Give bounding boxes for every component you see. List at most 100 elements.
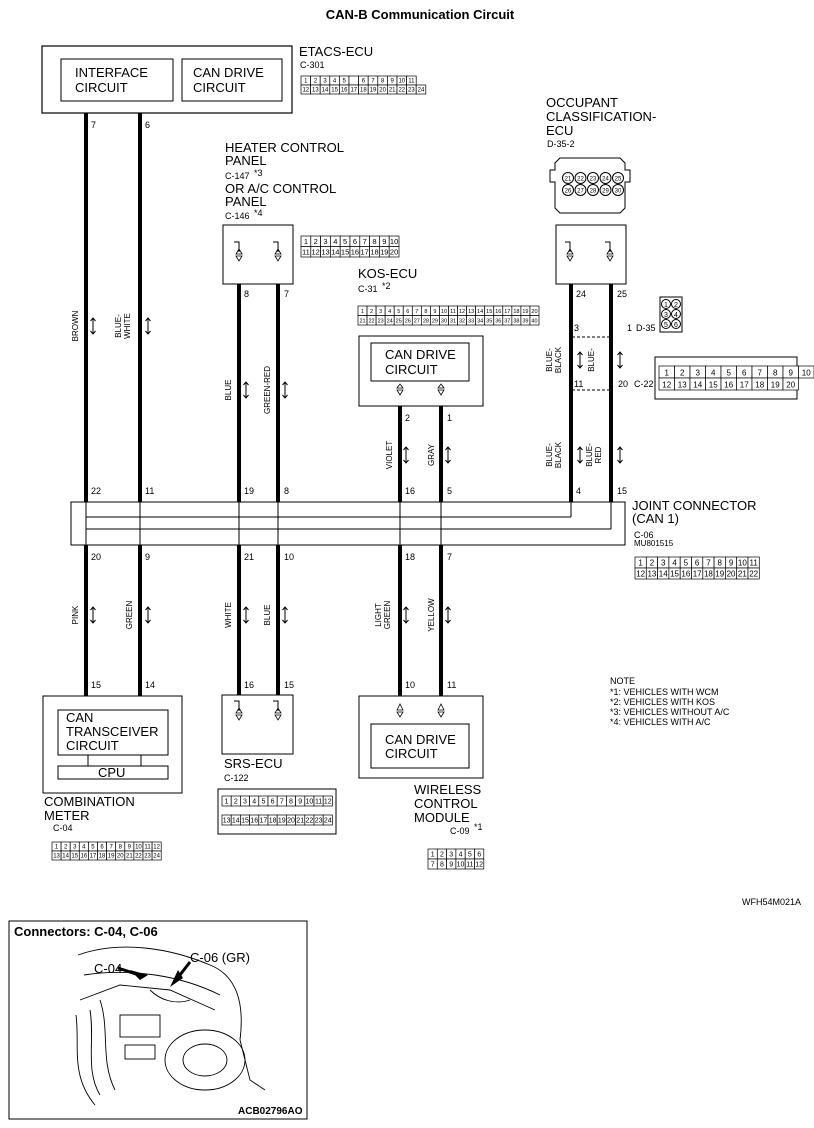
pin-number: 24: [576, 289, 586, 299]
etacs-connector-pin: 23: [408, 88, 415, 94]
kos-connector-pin: 20: [531, 309, 537, 315]
signal-arrow-icon: [282, 381, 288, 399]
wireless-connector-pin: 6: [477, 852, 481, 859]
wire-color-label: GRAY: [427, 443, 436, 466]
etacs-name: ETACS-ECU: [299, 44, 373, 59]
combination-connector-pin: 23: [144, 854, 151, 860]
svg-text:SRS-ECU: SRS-ECU: [224, 756, 283, 771]
joint-connector-pin: 15: [670, 570, 679, 579]
joint-connector-pin: 20: [727, 570, 736, 579]
svg-text:*4: *4: [254, 208, 263, 218]
svg-text:ECU: ECU: [546, 123, 573, 138]
occupant-pin-label: 28: [590, 189, 597, 195]
c22-connector-pin: 7: [758, 369, 763, 378]
combination-connector-pin: 2: [64, 845, 68, 851]
wire-color-label: BLUE: [263, 605, 272, 626]
etacs-connector-pin: 3: [323, 79, 327, 85]
c22-connector-pin: 12: [662, 381, 671, 390]
srs-connector-pin: 18: [269, 818, 277, 825]
combination-connector-pin: 22: [135, 854, 142, 860]
pin-number: 15: [617, 486, 627, 496]
joint-connector-pin: 7: [706, 559, 711, 568]
d35-pin: [671, 309, 681, 319]
joint-connector-pin: 14: [659, 570, 668, 579]
pin-number: 18: [405, 552, 415, 562]
pin-number: 15: [91, 680, 101, 690]
joint-connector-pin: 18: [704, 570, 713, 579]
occupant-pin: [587, 184, 599, 196]
svg-text:OR A/C CONTROL: OR A/C CONTROL: [225, 181, 336, 196]
srs-connector-pin: 15: [241, 818, 249, 825]
kos-connector-pin: 13: [468, 309, 474, 315]
svg-text:CIRCUIT: CIRCUIT: [193, 80, 246, 95]
svg-text:CONTROL: CONTROL: [414, 796, 478, 811]
heater-connector-pin: 14: [331, 248, 339, 257]
svg-text:*1: VEHICLES WITH WCM: *1: VEHICLES WITH WCM: [610, 687, 719, 697]
signal-arrow-icon: [145, 317, 151, 335]
occupant-pin: [599, 184, 612, 196]
connector-location-inset: Connectors: C-04, C-06 C-04 C-06 (GR) AC…: [8, 920, 308, 1120]
kos-connector-pin: 32: [459, 319, 465, 325]
combination-connector-cell: [151, 850, 162, 861]
svg-text:*3: VEHICLES WITHOUT A/C: *3: VEHICLES WITHOUT A/C: [610, 707, 730, 717]
combination-meter: CAN TRANSCEIVER CIRCUIT CPU COMBINATION …: [42, 695, 183, 861]
etacs-connector-pin: 17: [350, 88, 357, 94]
heater-connector-pin: 6: [353, 237, 357, 246]
heater-connector-pin: 2: [314, 237, 318, 246]
pin-number: 2: [405, 413, 410, 423]
joint-connector-pin: 1: [638, 559, 643, 568]
signal-arrow-icon: [145, 606, 151, 624]
joint-connector-pin: 22: [749, 570, 758, 579]
joint-connector-pin: 21: [738, 570, 747, 579]
srs-connector-pin: 9: [298, 799, 302, 806]
svg-text:METER: METER: [44, 808, 90, 823]
svg-text:PANEL: PANEL: [225, 194, 267, 209]
pin-number: 1: [447, 413, 452, 423]
occupant-pin: [599, 172, 612, 184]
wireless-connector-pin: 9: [449, 862, 453, 869]
pin-number: 8: [284, 486, 289, 496]
heater-connector-pin: 11: [302, 248, 310, 257]
combination-connector-pin: 16: [81, 854, 88, 860]
pin-number: 11: [145, 486, 154, 496]
d35-pin-label: 3: [664, 312, 668, 319]
wireless-connector-pin: 5: [468, 852, 472, 859]
wireless-connector-pin: 3: [449, 852, 453, 859]
joint-connector-pin: 4: [672, 559, 677, 568]
inset-title: Connectors: C-04, C-06: [14, 924, 158, 939]
wire-color-label: BLACK: [554, 441, 563, 468]
wire-color-label: BLUE-: [585, 443, 594, 467]
kos-connector-pin: 15: [486, 309, 492, 315]
etacs-connector-pin: 9: [391, 79, 395, 85]
svg-text:C-06: C-06: [634, 530, 654, 540]
srs-connector-pin: 21: [296, 818, 304, 825]
signal-arrow-icon: [90, 606, 96, 624]
d35-pin-label: 2: [674, 302, 678, 309]
kos-connector-pin: 8: [424, 309, 427, 315]
pin-number: 4: [576, 486, 581, 496]
combination-connector-pin: 20: [117, 854, 124, 860]
svg-text:OCCUPANT: OCCUPANT: [546, 95, 618, 110]
etacs-connector-pin: 8: [381, 79, 385, 85]
srs-connector-cell: [322, 814, 333, 826]
svg-text:TRANSCEIVER: TRANSCEIVER: [66, 724, 158, 739]
occupant-pin-label: 26: [565, 189, 572, 195]
svg-text:CAN DRIVE: CAN DRIVE: [385, 347, 456, 362]
kos-connector-pin: 28: [423, 319, 429, 325]
wire-color-label: BLUE-: [545, 443, 554, 467]
wireless-connector-pin: 2: [440, 852, 444, 859]
signal-arrow-icon: [445, 606, 451, 624]
occupant-pin: [612, 172, 624, 184]
pin-number: 7: [447, 552, 452, 562]
combination-connector-pin: 21: [126, 854, 133, 860]
svg-text:D-35-2: D-35-2: [547, 139, 575, 149]
pin-number: 6: [145, 120, 150, 130]
joint-connector-pin: 19: [715, 570, 724, 579]
signal-arrow-icon: [282, 606, 288, 624]
d35-pin: [661, 309, 671, 319]
svg-text:COMBINATION: COMBINATION: [44, 794, 135, 809]
